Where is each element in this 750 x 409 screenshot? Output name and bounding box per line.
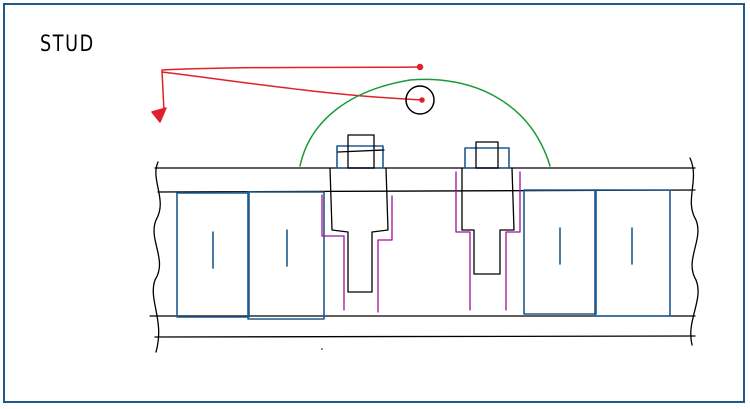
green-dome <box>299 78 551 167</box>
stud-label: STUD <box>40 32 95 57</box>
channels <box>321 171 521 313</box>
red-arrow <box>151 63 425 123</box>
small-circle <box>405 85 435 115</box>
rails <box>149 157 699 353</box>
blocks <box>176 145 671 320</box>
canvas-frame <box>3 3 745 403</box>
bolts <box>329 134 515 293</box>
dot <box>321 348 323 350</box>
